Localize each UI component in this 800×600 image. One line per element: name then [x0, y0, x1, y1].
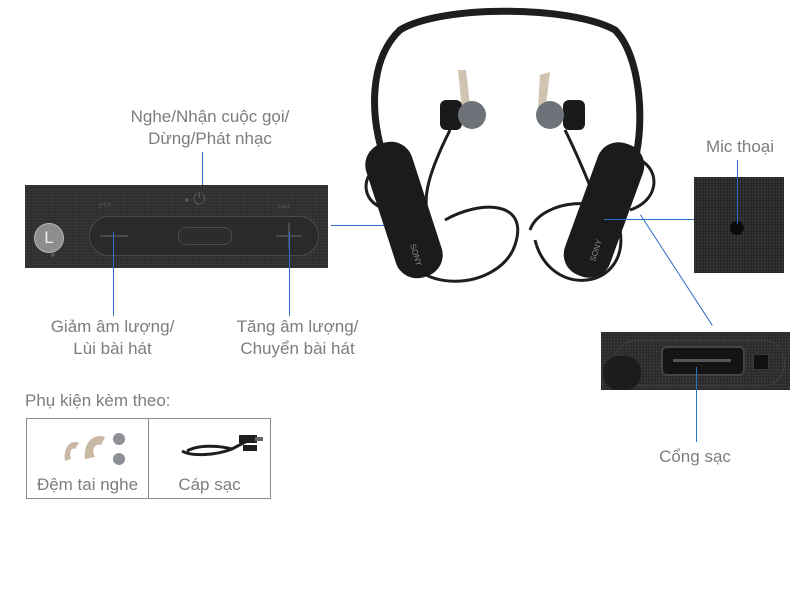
- call-play-label-line2: Dừng/Phát nhạc: [148, 129, 272, 148]
- vol-up-line1: Tăng âm lượng/: [236, 317, 359, 336]
- vol-down-line2: Lùi bài hát: [73, 339, 152, 358]
- panel-to-device-line: [331, 225, 406, 226]
- accessories-heading: Phụ kiện kèm theo:: [25, 391, 171, 410]
- accessories-box: Đệm tai nghe Cáp sạc: [26, 418, 271, 499]
- call-play-label-line1: Nghe/Nhận cuộc gọi/: [130, 107, 290, 126]
- port-flap: [603, 356, 641, 390]
- accessory-label-cable: Cáp sạc: [178, 475, 241, 494]
- prev-track-icon: ⏮: [99, 197, 112, 213]
- vol-up-callout-line: [289, 232, 290, 316]
- port-indicator: [753, 354, 769, 370]
- port-contacts: [673, 359, 731, 362]
- mic-hole: [730, 221, 744, 235]
- mic-callout-line-horizontal: [604, 219, 694, 220]
- vol-down-callout-line: [113, 232, 114, 316]
- charge-port-label: Cổng sạc: [659, 447, 731, 466]
- vol-down-label: Giảm âm lượng/ Lùi bài hát: [20, 316, 205, 360]
- led-dot: [185, 198, 189, 202]
- usb-c-port: [661, 346, 745, 376]
- usb-cable-icon: [181, 435, 263, 457]
- neckband-headphones-image: SONY SONY: [364, 7, 656, 283]
- indicator-dot: [51, 253, 55, 257]
- multifunction-button[interactable]: [178, 227, 232, 245]
- ear-tips-icon: [64, 433, 125, 465]
- mic-callout-line-vertical: [737, 160, 738, 224]
- power-icon: ⏻: [193, 191, 206, 208]
- vol-up-line2: Chuyển bài hát: [240, 339, 355, 358]
- accessory-label-ear-tips: Đệm tai nghe: [36, 475, 139, 494]
- control-panel-closeup: L ⏮ ⏻ ⏭: [25, 185, 328, 268]
- mic-closeup: [694, 177, 784, 273]
- volume-down-button[interactable]: [100, 235, 128, 237]
- button-rocker[interactable]: [89, 216, 319, 256]
- charge-port-callout-line: [696, 367, 697, 442]
- accessories-divider: [148, 419, 149, 498]
- charge-port-closeup: [601, 332, 790, 390]
- next-track-icon: ⏭: [277, 197, 290, 213]
- mic-label: Mic thoại: [705, 137, 775, 156]
- side-badge-l: L: [34, 223, 64, 253]
- vol-up-label: Tăng âm lượng/ Chuyển bài hát: [200, 316, 395, 360]
- vol-down-line1: Giảm âm lượng/: [50, 317, 175, 336]
- call-play-label: Nghe/Nhận cuộc gọi/ Dừng/Phát nhạc: [110, 106, 310, 150]
